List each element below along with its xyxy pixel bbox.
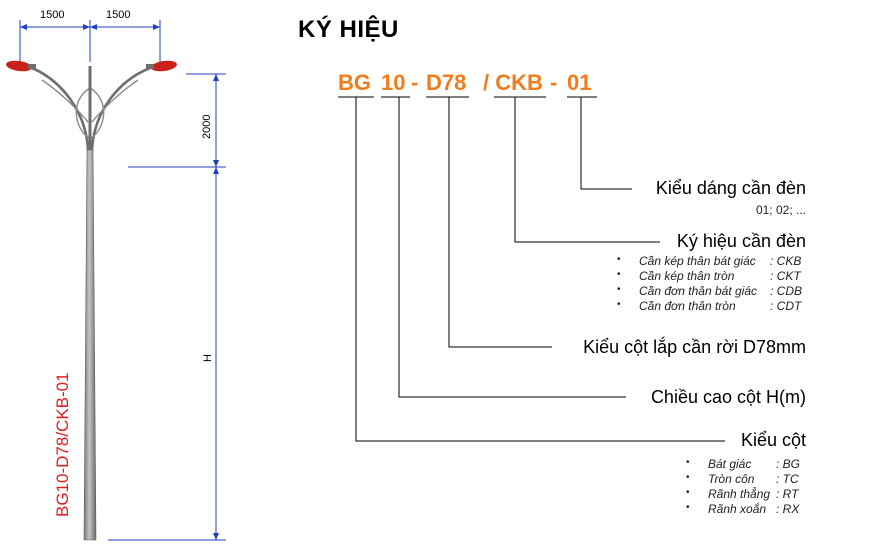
item-code: : TC xyxy=(776,472,799,486)
item-name: Cần kép thân tròn xyxy=(639,269,735,283)
item-name: Cần đơn thân tròn xyxy=(639,299,736,313)
label-kieu-cot: Kiểu cột xyxy=(740,430,806,450)
label-ky-hieu-can-den: Ký hiệu cần đèn xyxy=(676,231,806,251)
code-part-bg: BG xyxy=(338,70,371,95)
item-code: : BG xyxy=(776,457,801,471)
item-code: : RT xyxy=(776,487,799,501)
kieu-dang-values: 01; 02; ... xyxy=(755,203,806,217)
code-separator-2: - xyxy=(550,70,558,95)
item-name: Rãnh xoắn xyxy=(708,502,767,516)
label-kieu-dang-can-den: Kiểu dáng cần đèn xyxy=(655,178,806,198)
item-name: Rãnh thẳng xyxy=(708,487,771,501)
code-part-d78: D78 xyxy=(426,70,467,95)
item-code: : CKB xyxy=(770,254,802,268)
code-part-10: 10 xyxy=(381,70,406,95)
code-separator-1: - xyxy=(411,70,419,95)
code-part-ckb: / CKB xyxy=(483,70,543,95)
code-part-01: 01 xyxy=(567,70,592,95)
item-name: Cần đơn thân bát giác xyxy=(639,284,758,298)
item-code: : RX xyxy=(776,502,800,516)
dim-right-1500: 1500 xyxy=(106,9,131,21)
item-code: : CDB xyxy=(770,284,803,298)
label-chieu-cao-cot: Chiều cao cột H(m) xyxy=(650,387,806,407)
item-name: Cần kép thân bát giác xyxy=(639,254,756,268)
label-kieu-cot-lap-can: Kiểu cột lắp cần rời D78mm xyxy=(583,337,806,357)
item-code: : CKT xyxy=(770,269,801,283)
page-title: KÝ HIỆU xyxy=(298,16,399,43)
dim-left-1500: 1500 xyxy=(40,9,65,21)
item-name: Bát giác xyxy=(708,457,752,471)
item-code: : CDT xyxy=(770,299,802,313)
item-name: Tròn côn xyxy=(708,472,755,486)
lamp-pole-drawing xyxy=(6,20,226,541)
